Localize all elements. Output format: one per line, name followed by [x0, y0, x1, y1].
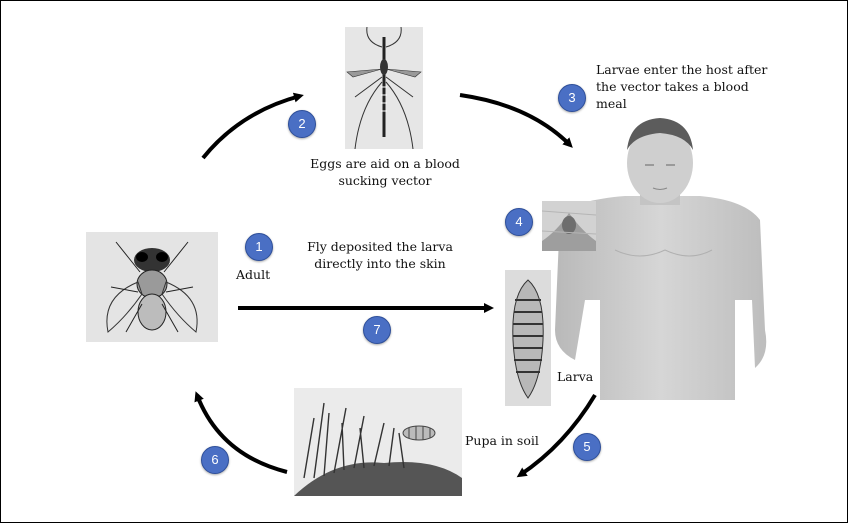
step-6-badge: 6: [201, 446, 229, 474]
arrow-pupa-to-adult: [194, 391, 288, 474]
arrow-larva-to-pupa: [516, 393, 597, 478]
fly-illustration: [86, 232, 218, 342]
larva-label: Larva: [557, 369, 594, 384]
fly-deposited-label: Fly deposited the larva directly into th…: [307, 239, 453, 271]
arrow-vector-to-host: [459, 93, 573, 148]
mosquito-illustration: [345, 27, 423, 149]
larvae-enter-label: Larvae enter the host after the vector t…: [596, 62, 768, 111]
step-1-badge: 1: [245, 233, 273, 261]
step-2-badge: 2: [288, 110, 316, 138]
larva-illustration: [505, 270, 551, 406]
step-5-badge: 5: [573, 433, 601, 461]
step-4-badge: 4: [505, 208, 533, 236]
arrow-adult-to-vector: [201, 92, 304, 160]
pupa-label: Pupa in soil: [465, 433, 539, 448]
step-7-badge: 7: [363, 316, 391, 344]
eggs-label: Eggs are aid on a blood sucking vector: [310, 156, 460, 188]
soil-grass-illustration: [294, 388, 462, 496]
skin-lesion-illustration: [542, 201, 596, 251]
step-3-badge: 3: [558, 84, 586, 112]
adult-label: Adult: [236, 267, 271, 282]
